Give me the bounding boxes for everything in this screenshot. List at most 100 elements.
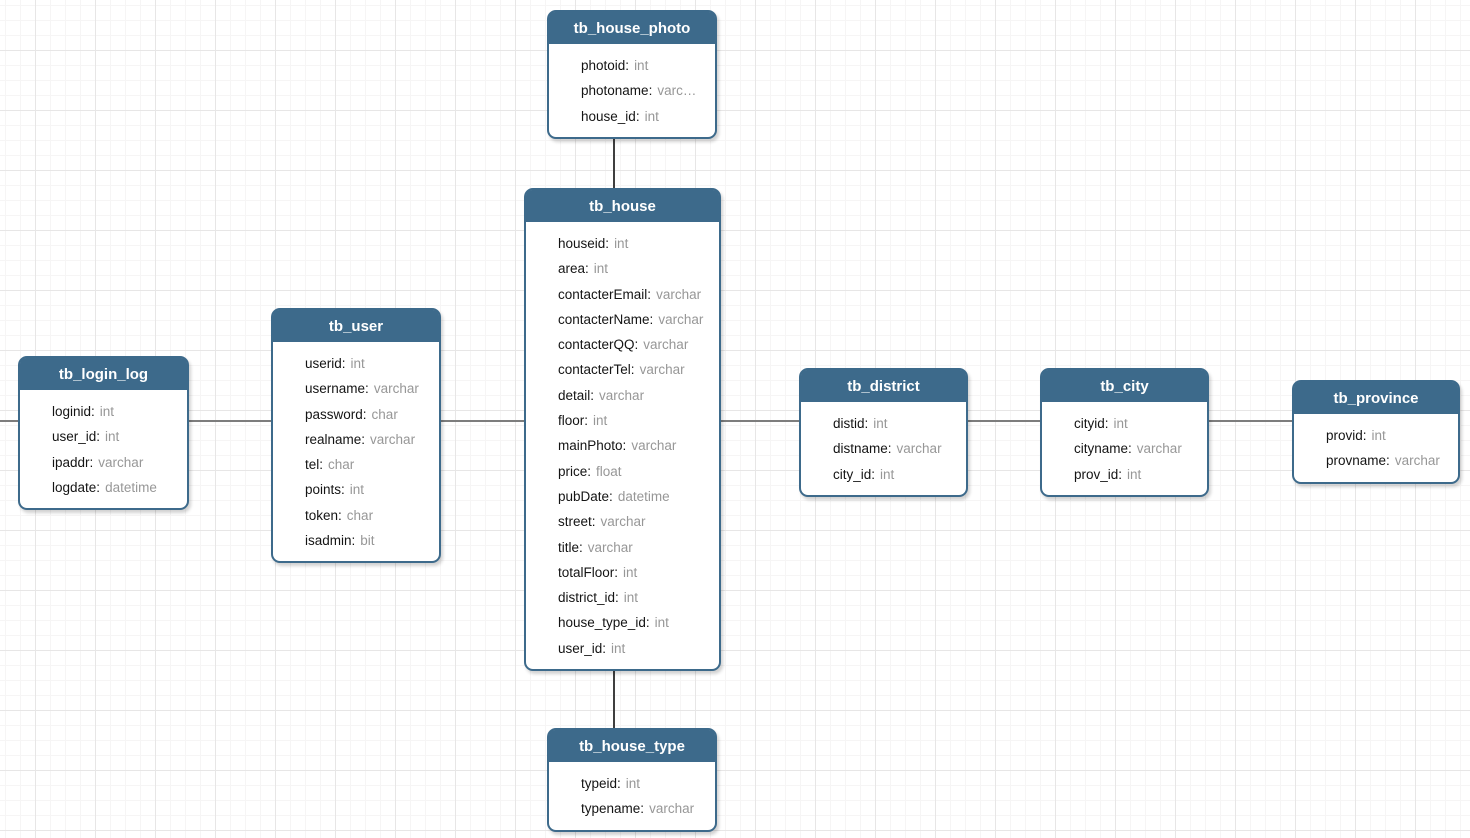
field-row: typenamevarchar (581, 796, 705, 821)
field-row: loginidint (52, 399, 177, 424)
field-type: int (880, 466, 895, 482)
field-row: photonamevarc… (581, 78, 705, 103)
field-row: city_id int (833, 462, 956, 487)
field-name: floor (558, 413, 588, 428)
field-name: mainPhoto (558, 438, 626, 453)
field-name: contacterName (558, 312, 653, 327)
field-name: contacterQQ (558, 337, 638, 352)
field-row: mainPhoto varchar (558, 433, 709, 458)
field-row: detailvarchar (558, 383, 709, 408)
field-row: useridint (305, 351, 429, 376)
field-type: int (1371, 428, 1386, 443)
field-row: user_id int (52, 424, 177, 449)
table-title: tb_city (1042, 370, 1207, 404)
field-name: ipaddr (52, 455, 93, 470)
field-list: photoidintphotonamevarc…house_idint (549, 46, 715, 137)
field-list: houseidintareaintcontacterEmailvarcharco… (526, 224, 719, 669)
field-type: varchar (896, 441, 942, 457)
field-type: varchar (643, 337, 689, 353)
field-name: username (305, 381, 369, 396)
field-row: logdate datetime (52, 475, 177, 500)
connector-user-house (441, 420, 524, 422)
field-type: float (596, 463, 622, 479)
field-row: contacterEmailvarchar (558, 282, 709, 307)
field-row: houseidint (558, 231, 709, 256)
field-type: varchar (1394, 453, 1440, 469)
field-name: logdate (52, 480, 100, 495)
field-name: provid (1326, 428, 1367, 443)
field-type: datetime (105, 479, 157, 495)
field-list: typeidinttypenamevarchar (549, 764, 715, 830)
field-type: int (99, 404, 115, 419)
table-tb-user[interactable]: tb_user useridintusernamevarcharpassword… (271, 308, 441, 564)
connector-photo-house (613, 133, 615, 188)
table-tb-province[interactable]: tb_province providintprovnamevarchar (1292, 380, 1460, 484)
field-name: area (558, 261, 589, 276)
table-tb-house-photo[interactable]: tb_house_photo photoidintphotonamevarc…h… (547, 10, 717, 139)
connector-edge-loginlog (0, 420, 18, 422)
field-row: passwordchar (305, 402, 429, 427)
field-list: distidint distname varchar city_id int (801, 404, 966, 495)
field-name: price (558, 464, 591, 479)
field-type: varchar (631, 438, 677, 454)
table-tb-city[interactable]: tb_city cityidintcitynamevarcharprov_idi… (1040, 368, 1209, 497)
field-type: varchar (656, 286, 702, 302)
field-type: varchar (587, 539, 633, 555)
table-tb-login-log[interactable]: tb_login_log loginidint user_id int ipaddrv… (18, 356, 189, 511)
field-name: distname (833, 441, 892, 456)
field-name: isadmin (305, 533, 355, 548)
field-name: userid (305, 356, 346, 371)
field-row: contacterNamevarchar (558, 307, 709, 332)
table-tb-district[interactable]: tb_district distidintdistnamevarcharcity… (799, 368, 968, 497)
field-list: providintprovnamevarchar (1294, 416, 1458, 482)
field-name: street (558, 514, 596, 529)
field-row: house_type_idint (558, 610, 709, 635)
field-row: house_idint (581, 104, 705, 129)
field-name: cityid (1074, 416, 1109, 431)
field-type: int (634, 58, 649, 73)
table-title: tb_user (273, 310, 439, 344)
field-type: char (371, 406, 398, 422)
field-type: varc… (657, 83, 697, 99)
table-title: tb_login_log (20, 358, 187, 392)
field-row: photoidint (581, 53, 705, 78)
field-type: varchar (600, 514, 646, 530)
field-name: user_id (52, 429, 100, 444)
field-name: houseid (558, 236, 609, 251)
field-name: city_id (833, 467, 875, 482)
field-name: typename (581, 801, 644, 816)
field-type: varchar (98, 454, 144, 470)
field-row: district_id int (558, 585, 709, 610)
field-row: floorint (558, 408, 709, 433)
field-name: pubDate (558, 489, 613, 504)
field-row: citynamevarchar (1074, 436, 1197, 461)
field-name: token (305, 508, 342, 523)
field-row: street varchar (558, 509, 709, 534)
field-row: usernamevarchar (305, 376, 429, 401)
field-name: district_id (558, 590, 619, 605)
table-tb-house-type[interactable]: tb_house_type typeidinttypenamevarchar (547, 728, 717, 832)
field-type: varchar (1136, 441, 1182, 457)
field-type: int (623, 590, 639, 606)
table-title: tb_house_type (549, 730, 715, 764)
table-tb-house[interactable]: tb_house houseidintareaintcontacterEmail… (524, 188, 721, 672)
field-type: int (593, 261, 609, 277)
field-row: provid int (1326, 423, 1448, 448)
field-row: titlevarchar (558, 535, 709, 560)
field-row: contacterQQ varchar (558, 332, 709, 357)
field-row: user_idint (558, 636, 709, 661)
field-list: useridintusernamevarcharpasswordcharreal… (273, 344, 439, 561)
field-type: int (105, 429, 120, 445)
field-list: loginidint user_id int ipaddr varchar logdate… (20, 392, 187, 508)
field-type: varchar (639, 362, 685, 378)
connector-loginlog-user (189, 420, 271, 422)
field-type: bit (360, 533, 375, 549)
field-row: distidint (833, 411, 956, 436)
field-row: distname varchar (833, 436, 956, 461)
field-type: char (328, 457, 355, 473)
connector-house-housetype (613, 666, 615, 728)
connector-house-district (721, 420, 799, 422)
field-name: typeid (581, 776, 621, 791)
field-type: varchar (370, 431, 416, 447)
